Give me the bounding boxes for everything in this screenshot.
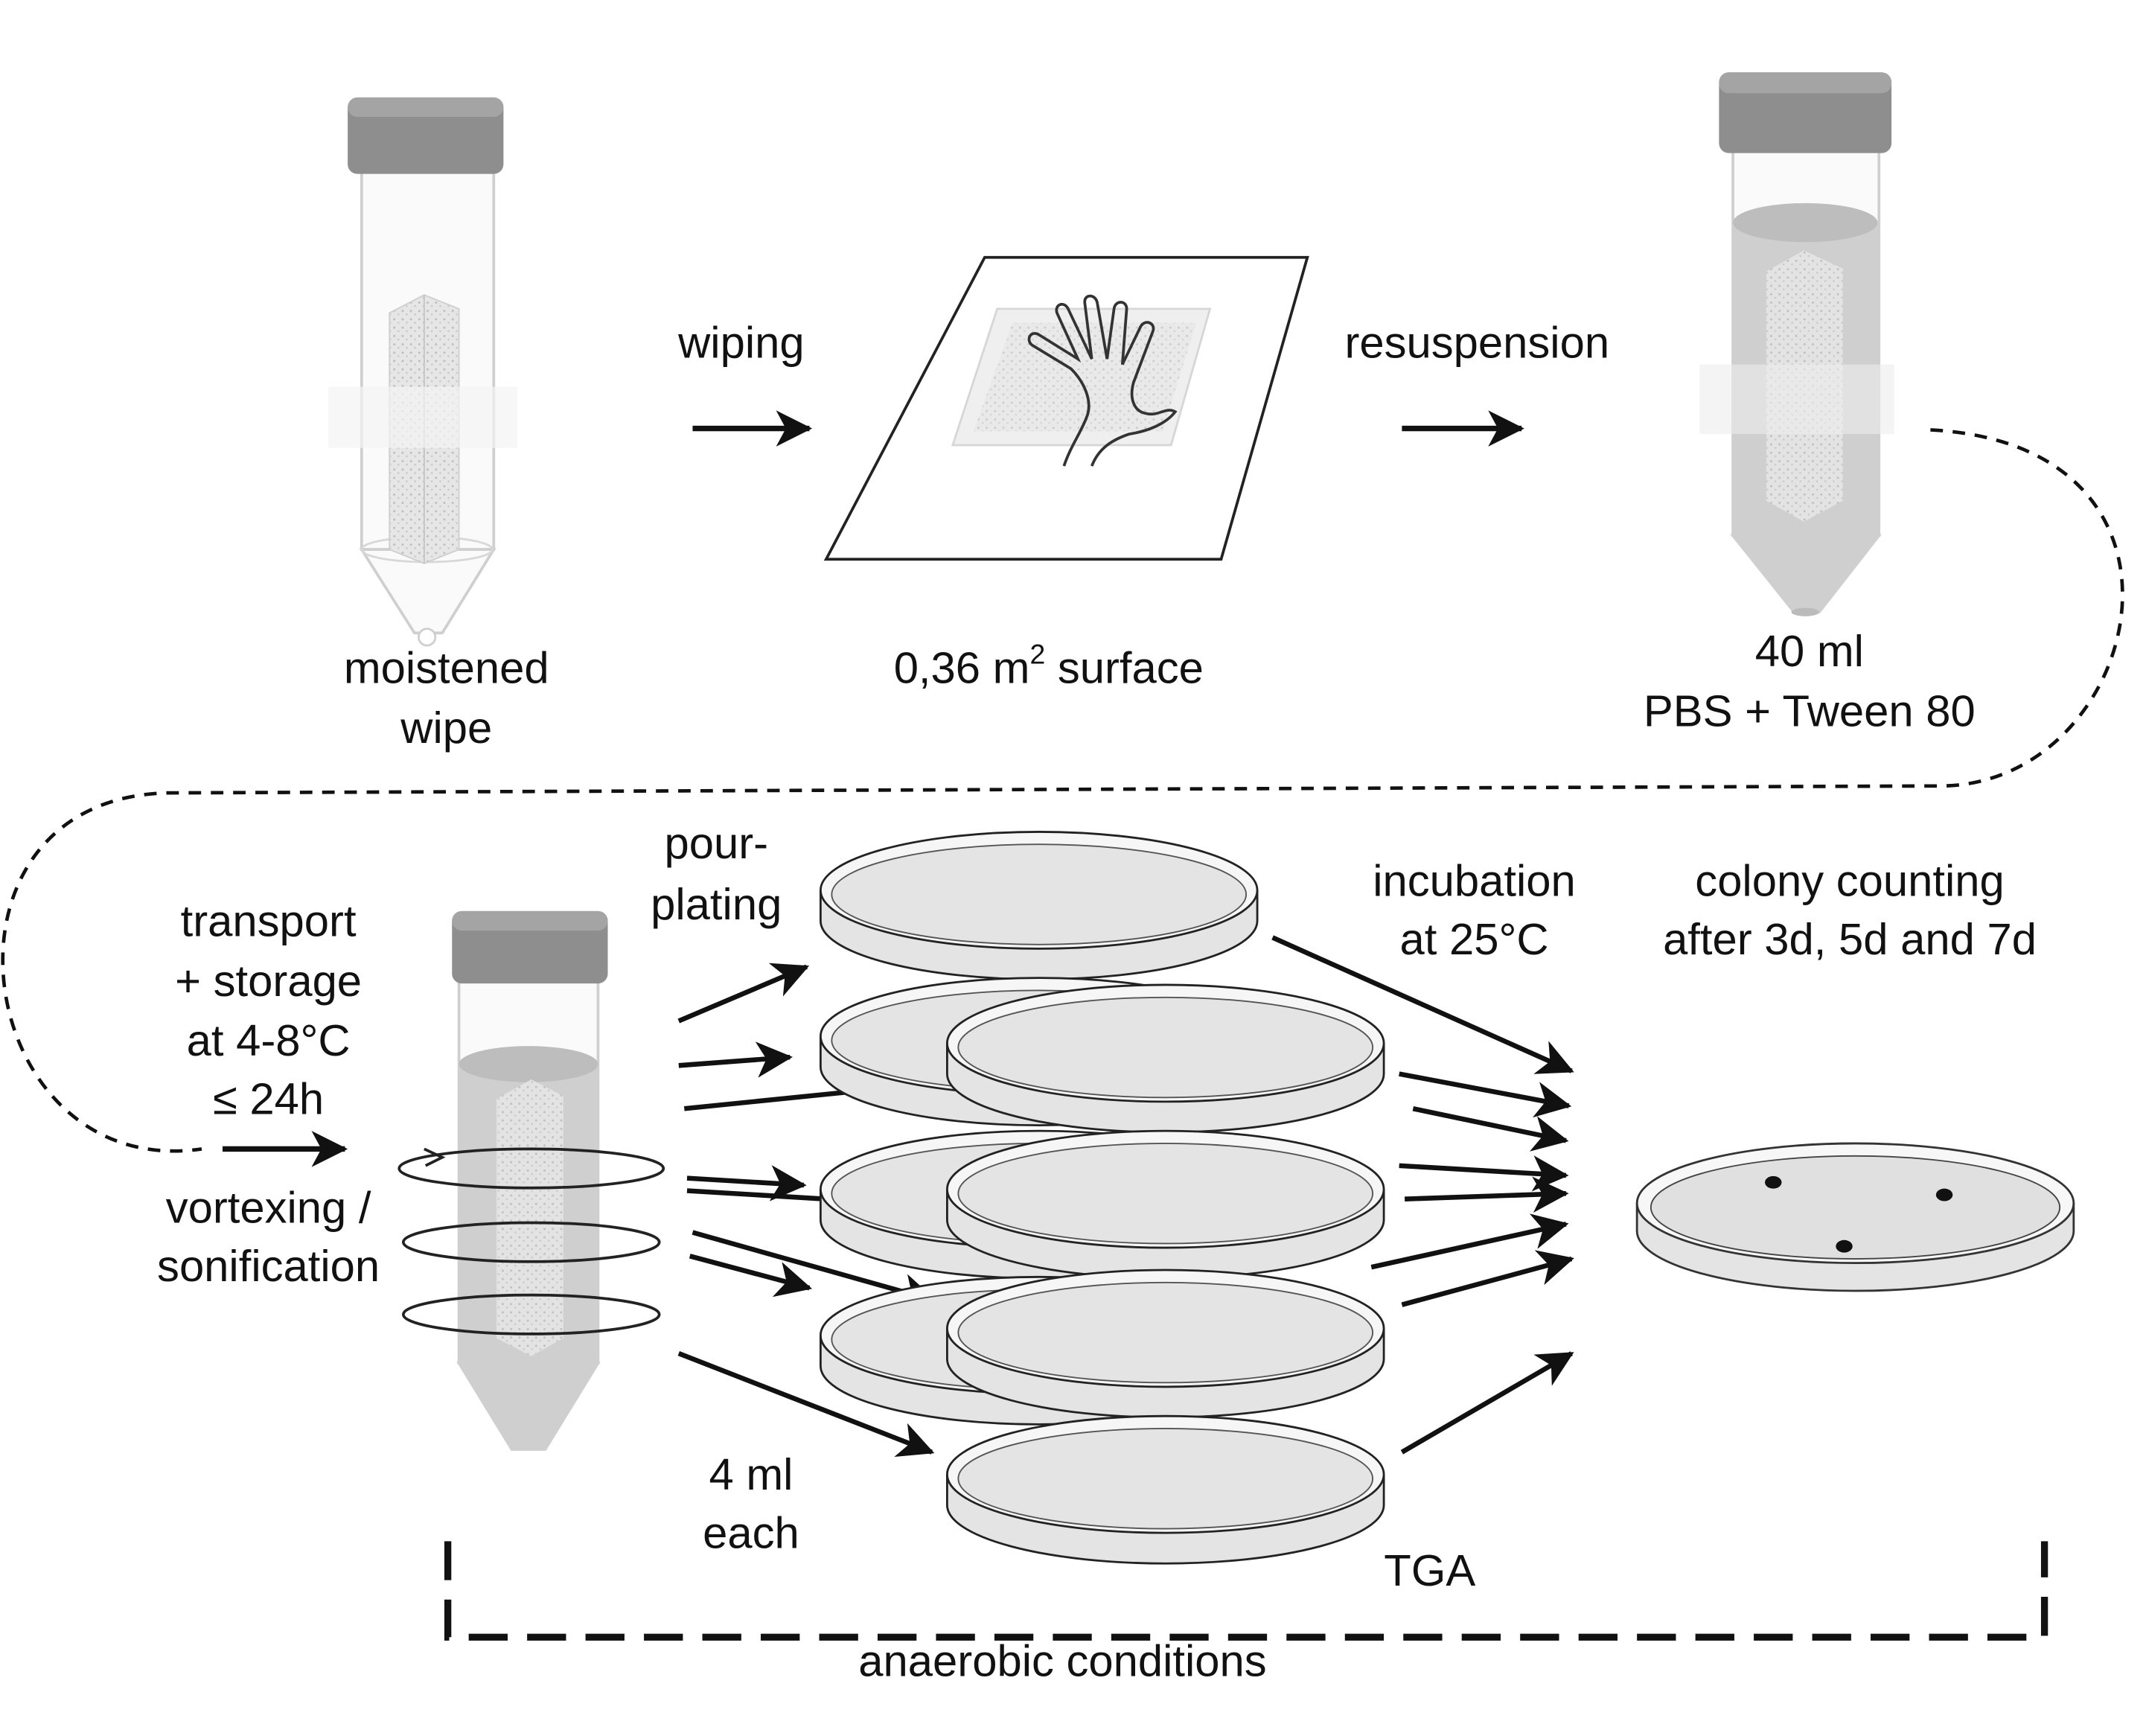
label-vortex-2: sonification: [157, 1241, 380, 1291]
tube-pbs-tween: [1699, 72, 1894, 616]
label-anaerobic: anaerobic conditions: [858, 1636, 1266, 1686]
petri-dish: [946, 1414, 1385, 1565]
petri-dish-stack: [819, 831, 1385, 1565]
label-surface-prefix: 0,36 m: [894, 642, 1030, 692]
label-surface-exp: 2: [1029, 638, 1045, 669]
hand-print-icon: [1027, 294, 1178, 467]
petri-dish: [946, 983, 1385, 1134]
petri-dish: [946, 1269, 1385, 1419]
petri-dish: [946, 1129, 1385, 1280]
label-transport-4: ≤ 24h: [213, 1074, 324, 1124]
colony-dot: [1765, 1175, 1782, 1189]
colony-dot: [1836, 1239, 1853, 1253]
colony-plate: [1635, 1142, 2075, 1292]
label-resuspension: resuspension: [1344, 317, 1609, 367]
label-incubation-2: at 25°C: [1400, 914, 1549, 964]
label-moistened: moistened: [344, 642, 549, 692]
label-each-2: each: [703, 1508, 799, 1558]
pour-plating-arrows: [677, 963, 938, 1458]
label-transport-1: transport: [181, 896, 357, 946]
incubation-arrows: [1271, 935, 1574, 1455]
colony-dot: [1935, 1188, 1953, 1202]
label-transport-3: at 4-8°C: [187, 1015, 351, 1065]
tube-vortexing: [452, 910, 608, 1451]
petri-dish: [819, 831, 1259, 980]
label-count-1: colony counting: [1695, 855, 2004, 905]
label-wipe: wipe: [400, 703, 492, 753]
label-count-2: after 3d, 5d and 7d: [1663, 914, 2037, 964]
label-wiping: wiping: [677, 317, 804, 367]
anaerobic-bracket: [444, 1541, 2048, 1641]
wiped-surface: [823, 255, 1309, 561]
label-surface: 0,36 m2 surface: [894, 638, 1204, 692]
vortex-rings: [397, 1147, 665, 1335]
label-medium: TGA: [1384, 1545, 1475, 1595]
label-incubation-1: incubation: [1373, 855, 1576, 905]
label-pour-1: pour-: [664, 818, 768, 868]
label-buffer: PBS + Tween 80: [1644, 686, 1976, 735]
label-volume: 40 ml: [1755, 626, 1864, 676]
flow-connector-dashed: [1, 428, 2124, 1153]
label-vortex-1: vortexing /: [166, 1182, 371, 1232]
label-each-1: 4 ml: [709, 1449, 793, 1499]
label-pour-2: plating: [651, 879, 782, 929]
tube-moistened-wipe: [328, 97, 518, 647]
label-transport-2: + storage: [175, 956, 362, 1006]
label-surface-suffix: surface: [1045, 642, 1204, 692]
labels: moistened wipe wiping 0,36 m2 surface re…: [157, 317, 2037, 1685]
